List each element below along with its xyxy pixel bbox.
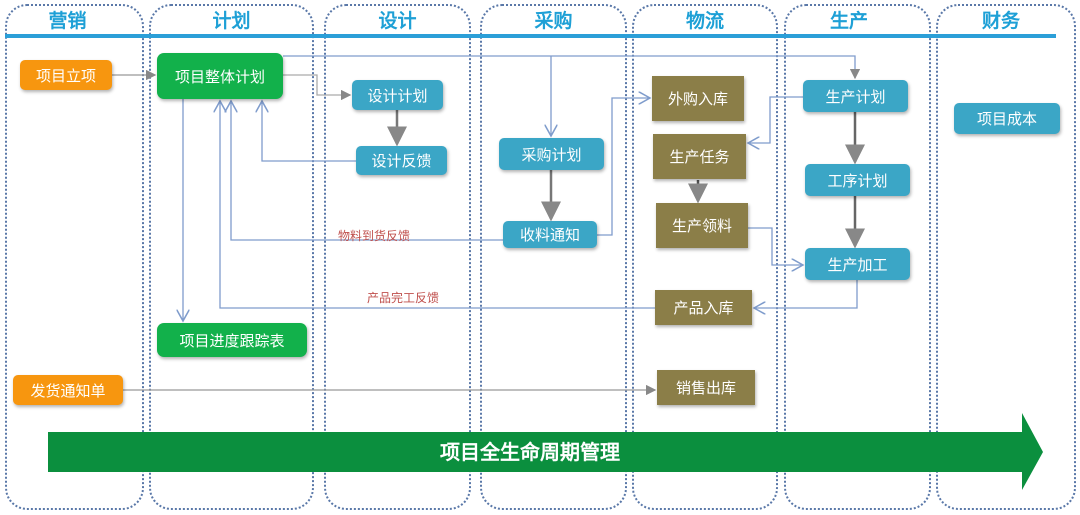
node-material-issue[interactable]: 生产领料 [656, 203, 748, 248]
node-product-inbound[interactable]: 产品入库 [655, 290, 752, 325]
lane-title: 设计 [378, 10, 417, 32]
node-design-feedback[interactable]: 设计反馈 [356, 146, 447, 175]
lane-title: 物流 [685, 10, 724, 32]
lane-title: 采购 [534, 10, 573, 32]
lane-title: 计划 [212, 10, 251, 32]
lane-planning [149, 4, 314, 510]
lane-finance [936, 4, 1076, 510]
header-divider [5, 34, 1056, 38]
lane-design [324, 4, 471, 510]
node-design-plan[interactable]: 设计计划 [352, 80, 443, 110]
node-project-cost[interactable]: 项目成本 [954, 103, 1060, 134]
product-completion-feedback-label: 产品完工反馈 [367, 291, 440, 305]
node-progress-tracking[interactable]: 项目进度跟踪表 [157, 323, 307, 357]
lane-purchase [480, 4, 627, 510]
lane-title: 营销 [48, 10, 87, 32]
lane-title: 生产 [829, 10, 868, 32]
node-production-task[interactable]: 生产任务 [653, 134, 746, 179]
node-process-plan[interactable]: 工序计划 [805, 164, 910, 196]
lifecycle-arrow [48, 413, 1043, 490]
node-purchase-inbound[interactable]: 外购入库 [652, 76, 744, 121]
lane-production [784, 4, 931, 510]
material-arrival-feedback-label: 物料到货反馈 [338, 229, 411, 243]
node-production-processing[interactable]: 生产加工 [805, 248, 910, 280]
lane-title: 财务 [981, 10, 1020, 32]
lane-logistics [632, 4, 778, 510]
lane-marketing [5, 4, 144, 510]
node-receiving-notice[interactable]: 收料通知 [503, 221, 597, 248]
node-sales-outbound[interactable]: 销售出库 [657, 370, 755, 405]
node-overall-plan[interactable]: 项目整体计划 [157, 53, 283, 99]
node-purchase-plan[interactable]: 采购计划 [499, 138, 604, 170]
lifecycle-banner-text: 项目全生命周期管理 [440, 440, 620, 464]
node-shipping-notice[interactable]: 发货通知单 [13, 375, 123, 405]
node-production-plan[interactable]: 生产计划 [803, 80, 908, 112]
node-project-initiation[interactable]: 项目立项 [20, 60, 112, 90]
